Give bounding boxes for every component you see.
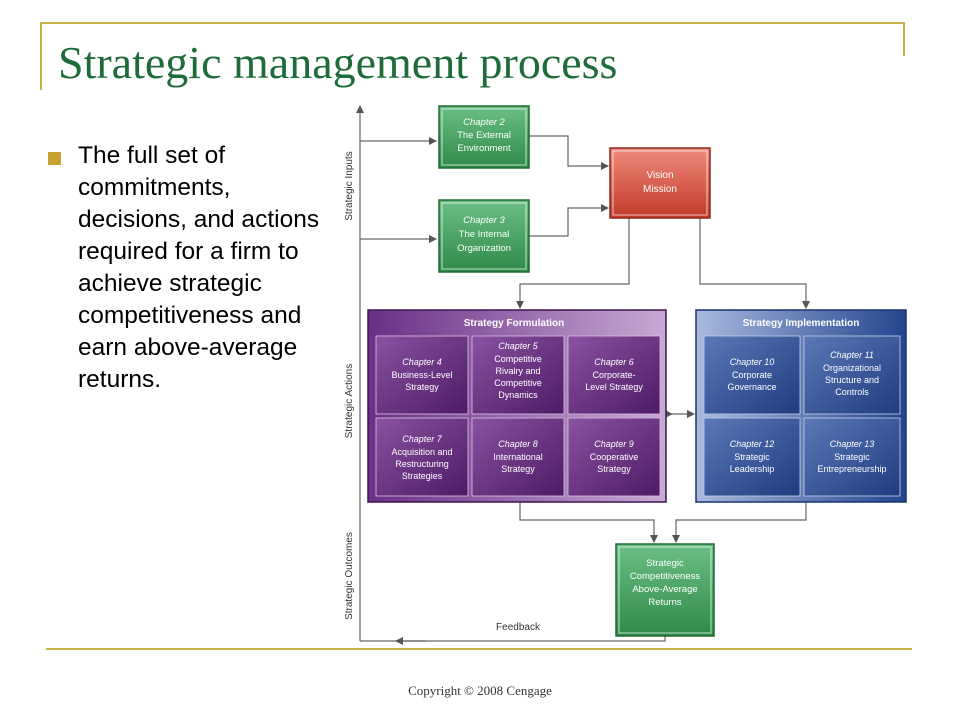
arrow-formulation-to-outcome [519,502,658,543]
cell-chapter: Chapter 5 [498,341,539,351]
vision-mission-box: Vision Mission [609,147,711,219]
feedback-label: Feedback [496,622,541,633]
cell-line: Strategy [501,464,535,474]
input-box-chapter: Chapter 2 [463,117,505,128]
formulation-header: Strategy Formulation [464,318,565,329]
cell-line: Strategy [597,464,631,474]
frame-bottom-line [46,648,912,650]
cell-line: Competitive [494,378,542,388]
cell-chapter: Chapter 13 [830,439,875,449]
arrow-vision-to-implementation [699,218,810,309]
side-label-actions: Strategic Actions [344,364,355,438]
cell-line: Rivalry and [495,366,540,376]
cell-line: Strategies [402,471,443,481]
input-box-chapter: Chapter 3 [463,215,505,226]
cell-line: Strategy [405,382,439,392]
mission-label: Mission [643,184,677,195]
side-label-inputs: Strategic Inputs [344,151,355,220]
implementation-cell-chapter-10: Chapter 10 Corporate Governance [703,335,801,415]
cell-line: International [493,452,543,462]
cell-line: Restructuring [395,459,449,469]
formulation-cell-chapter-5: Chapter 5 Competitive Rivalry and Compet… [471,335,565,415]
strategy-implementation-panel: Strategy Implementation Chapter 10 Corpo… [695,309,907,503]
strategic-management-diagram: Strategic Inputs Strategic Actions Strat… [336,96,912,646]
input-box-external-environment: Chapter 2 The External Environment [438,105,530,169]
cell-line: Level Strategy [585,382,643,392]
cell-line: Entrepreneurship [817,464,886,474]
arrow-internal-to-vision [528,204,609,237]
implementation-cell-chapter-12: Chapter 12 Strategic Leadership [703,417,801,497]
bullet-square-icon [48,152,61,165]
arrow-external-to-vision [528,135,609,170]
cell-line: Governance [727,382,776,392]
implementation-cell-chapter-13: Chapter 13 Strategic Entrepreneurship [803,417,901,497]
vision-label: Vision [646,170,673,181]
cell-chapter: Chapter 7 [402,434,443,444]
bullet-text: The full set of commitments, decisions, … [78,142,320,393]
formulation-cell-chapter-4: Chapter 4 Business-Level Strategy [375,335,469,415]
cell-chapter: Chapter 11 [830,350,874,360]
cell-line: Strategic [734,452,770,462]
cell-line: Cooperative [590,452,639,462]
cell-line: Competitive [494,354,542,364]
input-box-line: Environment [457,143,511,154]
cell-line: Strategic [834,452,870,462]
strategy-formulation-panel: Strategy Formulation Chapter 4 Business-… [367,309,667,503]
cell-chapter: Chapter 9 [594,439,634,449]
cell-chapter: Chapter 6 [594,357,634,367]
cell-chapter: Chapter 12 [730,439,775,449]
input-box-line: The External [457,130,511,141]
cell-line: Corporate [732,370,772,380]
copyright-footer: Copyright © 2008 Cengage [408,683,552,698]
formulation-cell-chapter-6: Chapter 6 Corporate- Level Strategy [567,335,661,415]
cell-line: Acquisition and [391,447,452,457]
implementation-header: Strategy Implementation [743,318,860,329]
cell-line: Structure and [825,375,879,385]
formulation-cell-chapter-9: Chapter 9 Cooperative Strategy [567,417,661,497]
strategic-outcome-box: Strategic Competitiveness Above-Average … [615,543,715,637]
cell-chapter: Chapter 10 [730,357,775,367]
side-label-outcomes: Strategic Outcomes [344,532,355,620]
slide-title: Strategic management process [58,37,618,88]
input-box-line: The Internal [459,229,510,240]
outcome-line: Returns [648,597,682,608]
formulation-cell-chapter-8: Chapter 8 International Strategy [471,417,565,497]
cell-line: Controls [835,387,869,397]
implementation-cell-chapter-11: Chapter 11 Organizational Structure and … [803,335,901,415]
cell-chapter: Chapter 4 [402,357,442,367]
cell-chapter: Chapter 8 [498,439,538,449]
cell-line: Dynamics [498,390,538,400]
frame-left-line [40,22,42,90]
outcome-line: Above-Average [632,584,697,595]
frame-top-line [40,22,904,24]
arrow-vision-to-formulation [516,218,630,309]
cell-line: Leadership [730,464,775,474]
cell-line: Corporate- [592,370,635,380]
frame-right-line [903,22,905,56]
cell-line: Business-Level [391,370,452,380]
input-box-line: Organization [457,243,511,254]
outcome-line: Strategic [646,558,684,569]
input-box-internal-organization: Chapter 3 The Internal Organization [438,199,530,273]
cell-line: Organizational [823,363,881,373]
formulation-cell-chapter-7: Chapter 7 Acquisition and Restructuring … [375,417,469,497]
outcome-line: Competitiveness [630,571,700,582]
arrow-implementation-to-outcome [672,502,807,543]
